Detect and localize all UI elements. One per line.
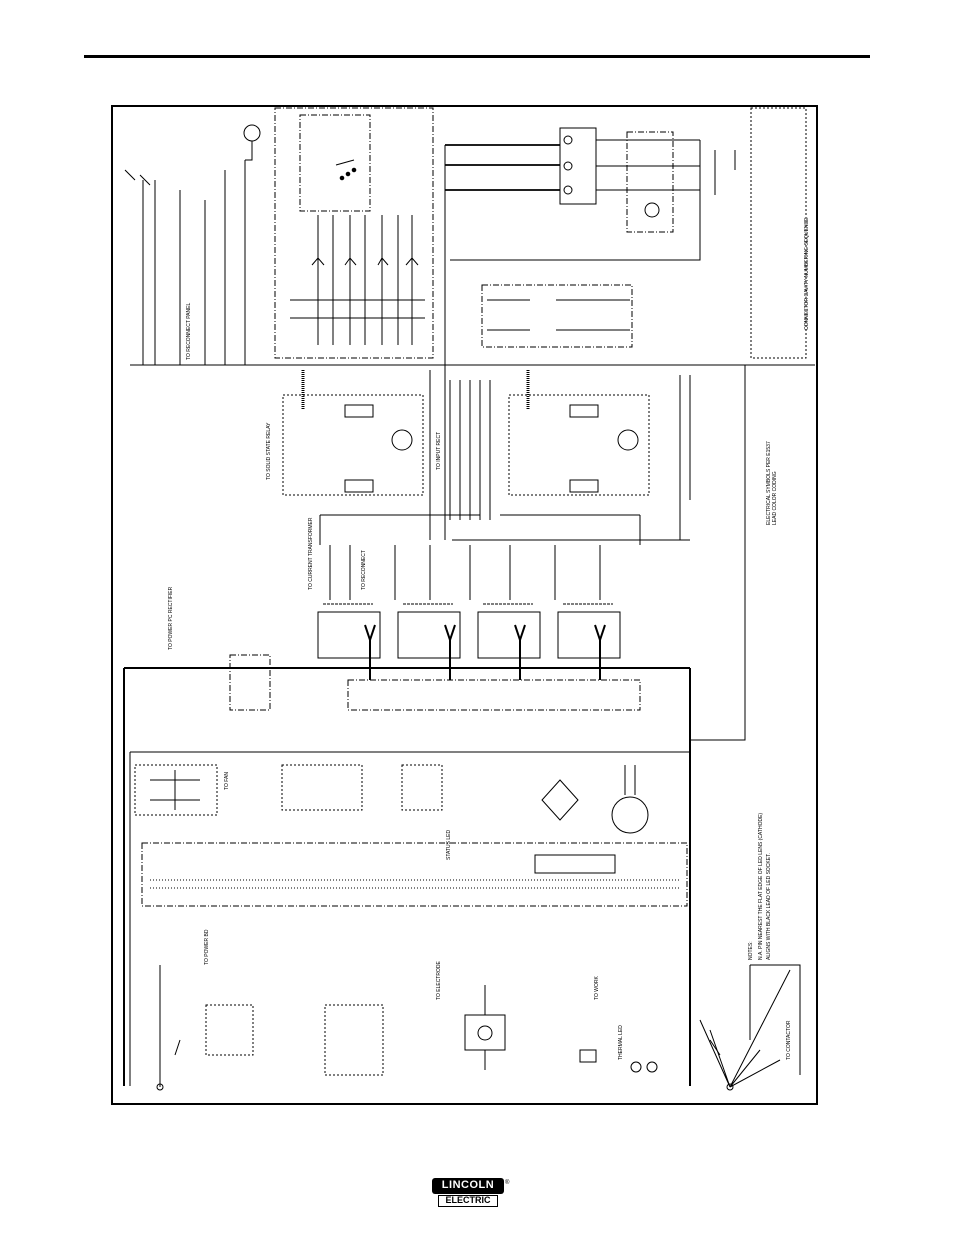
label-note-n1b: ALIGNS WITH BLACK LEAD OF LED SOCKET. — [766, 853, 772, 960]
label-cavity-numbering: CONNECTOR CAVITY NUMBERING SEQUENCE — [804, 217, 810, 330]
label-work: TO WORK — [594, 976, 600, 1000]
header-rule — [84, 55, 870, 58]
lincoln-electric-logo: LINCOLN ELECTRIC ® — [432, 1178, 509, 1208]
label-power-bd: TO POWER BD — [204, 929, 210, 965]
logo-bottom-text: ELECTRIC — [445, 1195, 491, 1205]
label-input-rect: TO INPUT RECT — [436, 432, 442, 470]
label-notes: NOTES: — [748, 941, 754, 960]
registered-mark: ® — [505, 1180, 510, 1186]
label-contactor: TO CONTACTOR — [786, 1020, 792, 1060]
diagram-frame — [111, 105, 818, 1105]
label-solid-state-relay: TO SOLID STATE RELAY — [266, 422, 272, 480]
label-reconnect: TO RECONNECT — [361, 550, 367, 590]
label-power-pc-rectifier: TO POWER PC RECTIFIER — [168, 586, 174, 650]
label-current-transformer: TO CURRENT TRANSFORMER — [308, 517, 314, 590]
label-electrical-symbols: ELECTRICAL SYMBOLS PER E1537 — [766, 441, 772, 525]
label-lead-color-coding: LEAD COLOR CODING — [772, 471, 778, 525]
label-note-n1: N.A. PIN NEAREST THE FLAT EDGE OF LED LE… — [758, 813, 764, 960]
label-electrode: TO ELECTRODE — [436, 961, 442, 1000]
logo-top-text: LINCOLN — [441, 1179, 495, 1191]
label-reconnect-panel: TO RECONNECT PANEL — [186, 303, 192, 360]
label-fan: TO FAN — [224, 772, 230, 790]
label-status-led: STATUS LED — [446, 830, 452, 860]
label-thermal-led: THERMAL LED — [618, 1025, 624, 1060]
